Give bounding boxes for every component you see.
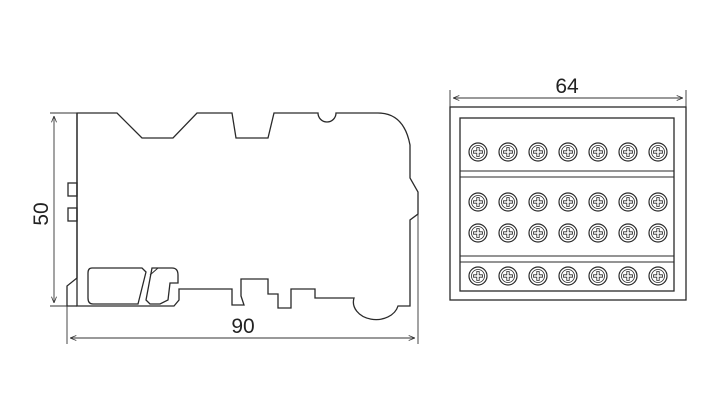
phillips-screw-head-icon xyxy=(648,192,668,212)
phillips-screw-head-icon xyxy=(588,192,608,212)
phillips-screw-head-icon xyxy=(498,142,518,162)
phillips-screw-head-icon xyxy=(588,142,608,162)
phillips-screw-head-icon xyxy=(618,223,638,243)
side-view-slot-right xyxy=(145,267,179,305)
top-view: 64 xyxy=(449,75,687,301)
phillips-screw-head-icon xyxy=(528,142,548,162)
side-view-slot-left xyxy=(87,267,147,305)
phillips-screw-head-icon xyxy=(558,192,578,212)
side-notch-upper xyxy=(67,182,78,197)
phillips-screw-head-icon xyxy=(648,266,668,286)
terminal-screws xyxy=(468,142,668,286)
phillips-screw-head-icon xyxy=(528,266,548,286)
top-width-dimension: 64 xyxy=(449,75,687,107)
phillips-screw-head-icon xyxy=(498,266,518,286)
phillips-screw-head-icon xyxy=(558,266,578,286)
phillips-screw-head-icon xyxy=(618,266,638,286)
phillips-screw-head-icon xyxy=(648,223,668,243)
side-view-outline xyxy=(76,112,419,321)
phillips-screw-head-icon xyxy=(528,192,548,212)
phillips-screw-head-icon xyxy=(468,192,488,212)
phillips-screw-head-icon xyxy=(528,223,548,243)
top-view-inner-frame xyxy=(459,117,675,292)
width-dimension-label: 90 xyxy=(231,315,254,338)
phillips-screw-head-icon xyxy=(558,142,578,162)
side-view: 50 90 xyxy=(30,112,419,344)
height-dimension: 50 xyxy=(30,112,77,307)
phillips-screw-head-icon xyxy=(468,223,488,243)
phillips-screw-head-icon xyxy=(618,142,638,162)
phillips-screw-head-icon xyxy=(468,142,488,162)
phillips-screw-head-icon xyxy=(588,266,608,286)
side-view-slot-divider xyxy=(149,267,159,276)
side-notch-lower xyxy=(67,207,78,222)
top-width-dimension-label: 64 xyxy=(555,75,579,98)
phillips-screw-head-icon xyxy=(498,192,518,212)
phillips-screw-head-icon xyxy=(498,223,518,243)
phillips-screw-head-icon xyxy=(468,266,488,286)
phillips-screw-head-icon xyxy=(588,223,608,243)
top-view-outer-frame xyxy=(449,106,687,301)
phillips-screw-head-icon xyxy=(648,142,668,162)
phillips-screw-head-icon xyxy=(618,192,638,212)
height-dimension-label: 50 xyxy=(30,202,53,225)
width-dimension: 90 xyxy=(66,214,419,344)
phillips-screw-head-icon xyxy=(558,223,578,243)
